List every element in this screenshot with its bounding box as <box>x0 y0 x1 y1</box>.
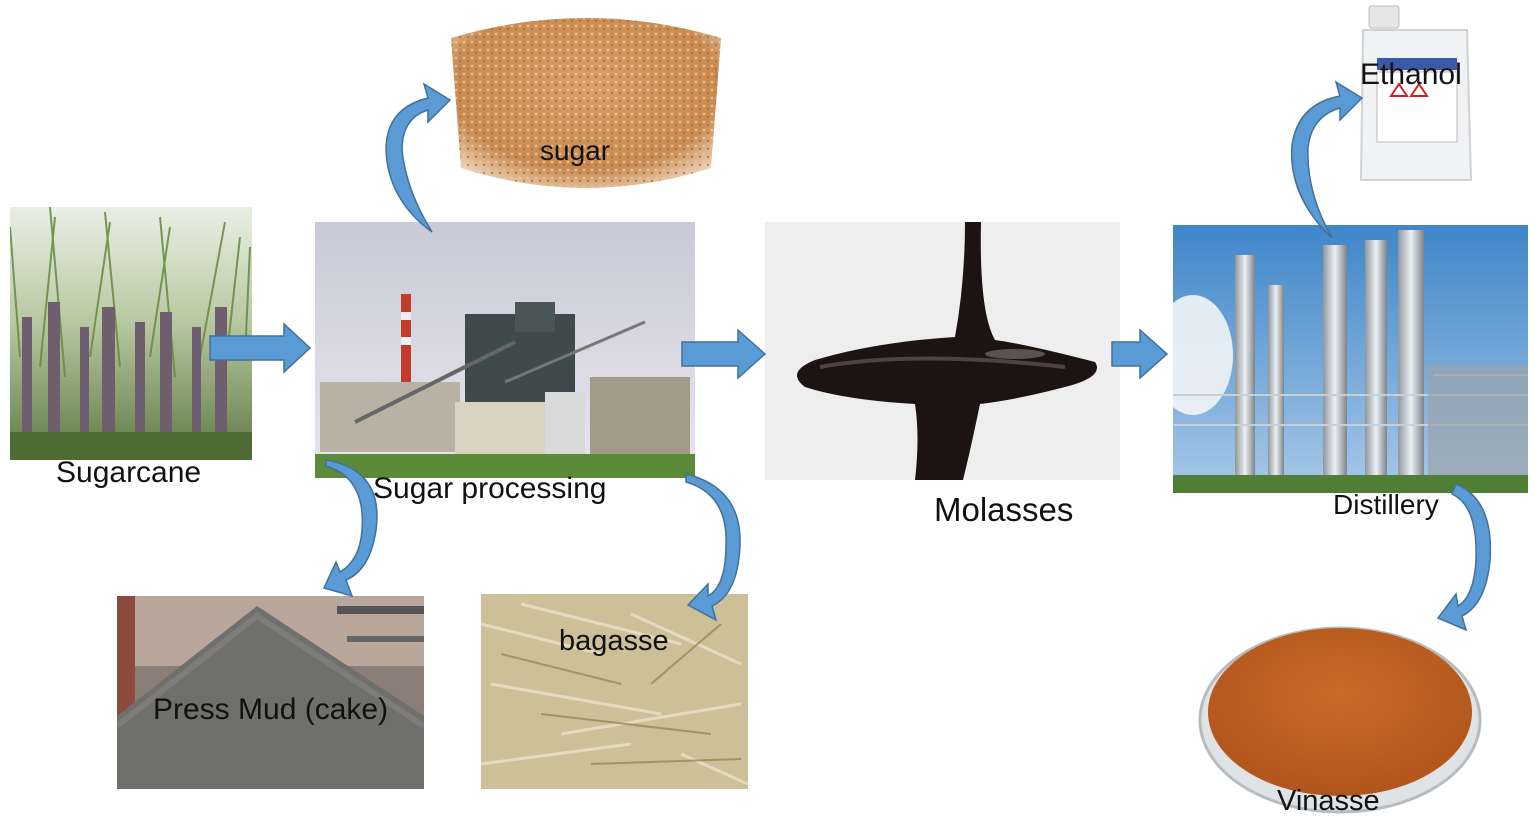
sugar-processing-label: Sugar processing <box>373 472 607 505</box>
press-mud-image <box>117 596 424 789</box>
arrow-processing-to-sugar <box>385 82 452 233</box>
bagasse-label: bagasse <box>559 625 669 657</box>
sugar-label: sugar <box>540 135 611 166</box>
vinasse-image <box>1195 612 1485 817</box>
sugar-processing-image <box>315 222 695 478</box>
arrow-distillery-to-vinasse <box>1436 483 1492 632</box>
ethanol-image <box>1355 0 1477 190</box>
vinasse-label: Vinasse <box>1277 785 1380 817</box>
sugar-image <box>446 8 724 193</box>
sugarcane-label: Sugarcane <box>56 456 202 489</box>
molasses-label: Molasses <box>934 491 1074 528</box>
distillery-label: Distillery <box>1333 489 1439 520</box>
bagasse-image <box>481 594 748 789</box>
ethanol-label: Ethanol <box>1360 58 1462 91</box>
sugarcane-image <box>10 207 252 460</box>
arrow-processing-to-press-mud <box>322 459 378 598</box>
press-mud-label: Press Mud (cake) <box>153 693 389 726</box>
molasses-image <box>765 222 1120 480</box>
distillery-image <box>1173 225 1528 493</box>
arrow-molasses-to-distillery <box>1111 328 1169 380</box>
arrow-distillery-to-ethanol <box>1290 80 1364 239</box>
